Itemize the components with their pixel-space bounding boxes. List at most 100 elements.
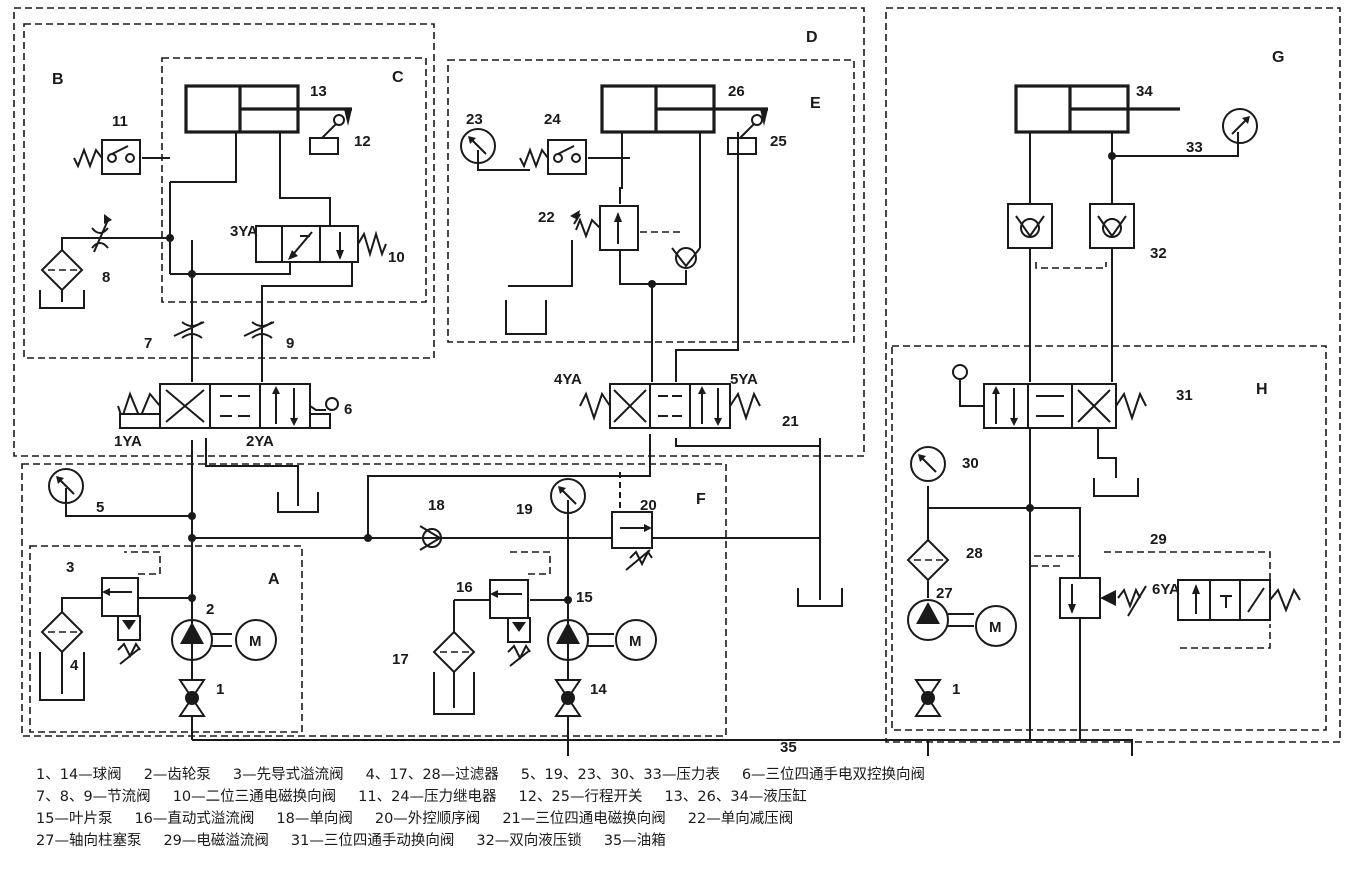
component-number: 26 bbox=[728, 83, 745, 100]
legend-item: 21—三位四通电磁换向阀 bbox=[502, 811, 666, 827]
legend-row: 27—轴向柱塞泵 29—电磁溢流阀 31—三位四通手动换向阀 32—双向液压锁 … bbox=[36, 830, 1336, 852]
legend-item: 22—单向减压阀 bbox=[687, 811, 794, 827]
legend-item: 15—叶片泵 bbox=[36, 811, 113, 827]
component-number: 3 bbox=[66, 559, 74, 576]
component-number: 11 bbox=[112, 113, 128, 130]
component-number: 30 bbox=[962, 455, 979, 472]
legend-item: 16—直动式溢流阀 bbox=[134, 811, 255, 827]
legend-item: 3—先导式溢流阀 bbox=[232, 767, 344, 783]
component-number: 5 bbox=[96, 499, 104, 516]
ball-valve-1b bbox=[914, 679, 942, 717]
sequence-valve-20 bbox=[611, 511, 653, 571]
component-number: 13 bbox=[310, 83, 327, 100]
component-number: 14 bbox=[590, 681, 607, 698]
pressure-relay-11 bbox=[73, 139, 141, 175]
junction-dots bbox=[166, 152, 1116, 604]
component-number: 25 bbox=[770, 133, 787, 150]
component-number: 7 bbox=[144, 335, 152, 352]
filter-28 bbox=[906, 538, 950, 582]
throttle-valve-8 bbox=[91, 214, 112, 253]
region-label-H: H bbox=[1256, 381, 1268, 398]
filter-4 bbox=[40, 610, 84, 654]
signal-label-5ya: 5YA bbox=[730, 371, 758, 388]
region-label-C: C bbox=[392, 69, 404, 86]
component-number: 8 bbox=[102, 269, 110, 286]
component-number: 27 bbox=[936, 585, 953, 602]
legend-row: 7、8、9—节流阀 10—二位三通电磁换向阀 11、24—压力继电器 12、25… bbox=[36, 786, 1336, 808]
legend-item: 31—三位四通手动换向阀 bbox=[290, 833, 455, 849]
component-number: 1 bbox=[952, 681, 960, 698]
legend-item: 18—单向阀 bbox=[276, 811, 353, 827]
motor-label: M bbox=[629, 633, 642, 650]
signal-label-2ya: 2YA bbox=[246, 433, 274, 450]
component-number: 1 bbox=[216, 681, 224, 698]
legend-item: 32—双向液压锁 bbox=[476, 833, 582, 849]
piston-pump-27 bbox=[907, 599, 974, 641]
motor-label: M bbox=[249, 633, 262, 650]
limit-switch-25 bbox=[727, 114, 763, 155]
pressure-gauge-23 bbox=[460, 128, 496, 164]
pressure-gauge-19 bbox=[550, 478, 586, 514]
throttle-valve-7 bbox=[173, 321, 205, 339]
legend-item: 12、25—行程开关 bbox=[518, 789, 643, 805]
legend-row: 15—叶片泵 16—直动式溢流阀 18—单向阀 20—外控顺序阀 21—三位四通… bbox=[36, 808, 1336, 830]
component-number: 4 bbox=[70, 657, 79, 674]
legend-item: 11、24—压力继电器 bbox=[358, 789, 497, 805]
component-number: 29 bbox=[1150, 531, 1167, 548]
pressure-relay-24 bbox=[519, 139, 587, 175]
legend-item: 7、8、9—节流阀 bbox=[36, 789, 151, 805]
component-number: 32 bbox=[1150, 245, 1167, 262]
ball-valve-14 bbox=[554, 679, 582, 717]
component-number: 20 bbox=[640, 497, 657, 514]
component-number: 9 bbox=[286, 335, 294, 352]
component-number: 12 bbox=[354, 133, 371, 150]
legend-item: 13、26、34—液压缸 bbox=[664, 789, 807, 805]
legend-item: 10—二位三通电磁换向阀 bbox=[172, 789, 337, 805]
electro-relief-valve-29 bbox=[1059, 577, 1301, 621]
region-label-B: B bbox=[52, 71, 64, 88]
component-number: 35 bbox=[780, 739, 797, 756]
legend-item: 2—齿轮泵 bbox=[143, 767, 211, 783]
motor-27 bbox=[975, 605, 1017, 647]
region-frames bbox=[13, 7, 1341, 743]
ball-valve-1 bbox=[178, 679, 206, 717]
legend-item: 6—三位四通手电双控换向阀 bbox=[741, 767, 926, 783]
component-number: 31 bbox=[1176, 387, 1193, 404]
legend-item: 27—轴向柱塞泵 bbox=[36, 833, 142, 849]
region-label-E: E bbox=[810, 95, 821, 112]
component-number: 33 bbox=[1186, 139, 1203, 156]
component-number: 15 bbox=[576, 589, 593, 606]
region-label-F: F bbox=[696, 491, 706, 508]
region-label-D: D bbox=[806, 29, 818, 46]
manual-valve-31 bbox=[952, 364, 1147, 429]
signal-label-1ya: 1YA bbox=[114, 433, 142, 450]
component-number: 6 bbox=[344, 401, 352, 418]
throttle-valve-9 bbox=[243, 321, 275, 339]
directional-valve-6 bbox=[117, 383, 339, 429]
component-number: 23 bbox=[466, 111, 483, 128]
legend-item: 35—油箱 bbox=[603, 833, 666, 849]
cylinder-26 bbox=[600, 84, 768, 134]
hydraulic-lock-32 bbox=[1007, 203, 1135, 249]
filter-17 bbox=[432, 630, 476, 674]
component-number: 16 bbox=[456, 579, 473, 596]
check-valve-18 bbox=[419, 525, 442, 551]
component-number: 17 bbox=[392, 651, 409, 668]
pipelines bbox=[61, 132, 1239, 756]
component-number: 19 bbox=[516, 501, 533, 518]
pressure-gauge-33 bbox=[1222, 108, 1258, 144]
motor-15 bbox=[615, 619, 657, 661]
directional-valve-21 bbox=[579, 383, 761, 429]
relief-valve-16 bbox=[489, 579, 531, 667]
component-number: 22 bbox=[538, 209, 555, 226]
legend-item: 4、17、28—过滤器 bbox=[365, 767, 499, 783]
motor-label: M bbox=[989, 619, 1002, 636]
legend-item: 20—外控顺序阀 bbox=[374, 811, 481, 827]
signal-label-6ya: 6YA bbox=[1152, 581, 1180, 598]
tank-symbols bbox=[39, 290, 1139, 715]
solenoid-valve-10 bbox=[255, 225, 387, 263]
filter-8 bbox=[40, 248, 84, 292]
legend-row: 1、14—球阀 2—齿轮泵 3—先导式溢流阀 4、17、28—过滤器 5、19、… bbox=[36, 764, 1336, 786]
component-number: 28 bbox=[966, 545, 983, 562]
region-label-G: G bbox=[1272, 49, 1284, 66]
